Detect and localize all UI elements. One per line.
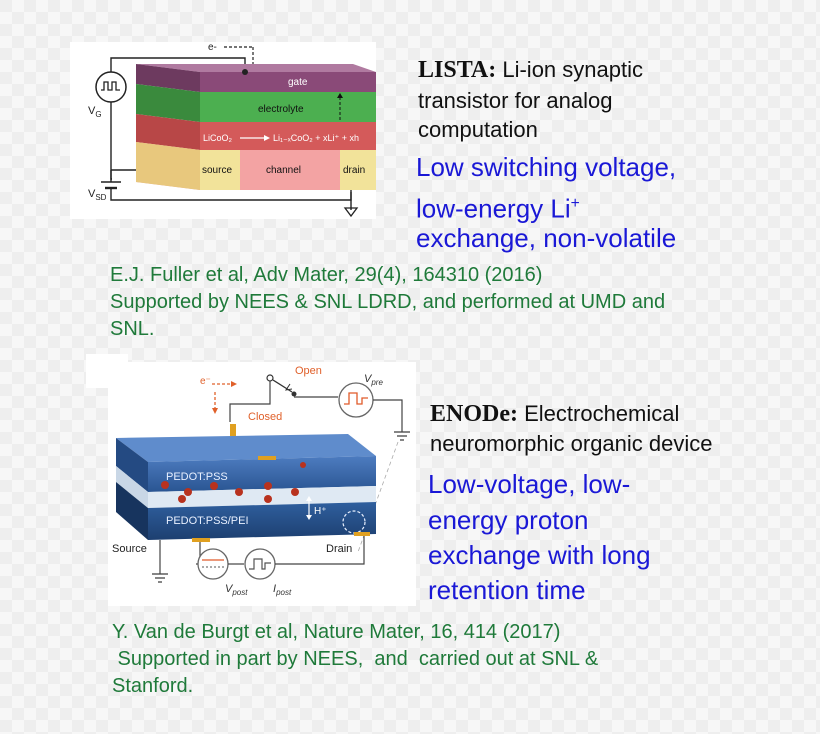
enode-citation-line1: Y. Van de Burgt et al, Nature Mater, 16,… xyxy=(112,621,561,643)
lista-highlight-line2: low-energy Li+ xyxy=(416,193,580,224)
reaction-right-label: Li₁₋ₓCoO₂ + xLi⁺ + xh xyxy=(273,133,359,143)
lista-citation-line1: E.J. Fuller et al, Adv Mater, 29(4), 164… xyxy=(110,264,543,286)
vg-label: VG xyxy=(88,105,102,119)
enode-highlight-line2: energy proton xyxy=(428,505,589,535)
lista-channel-label: channel xyxy=(266,165,301,176)
vpost-meter-icon xyxy=(197,548,229,580)
enode-drain-label: Drain xyxy=(326,543,352,555)
lista-title-line3: computation xyxy=(418,117,538,142)
gate-label: gate xyxy=(288,77,308,88)
lista-title-line2: transistor for analog xyxy=(418,88,613,113)
enode-acronym: ENODe: xyxy=(430,401,518,427)
reaction-left-label: LiCoO₂ xyxy=(203,133,233,143)
enode-diagram-panel: e⁻ Open Closed Vpre xyxy=(108,362,416,606)
vpost-label: Vpost xyxy=(225,583,248,597)
lista-drain-label: drain xyxy=(343,165,365,176)
h-plus-label: H⁺ xyxy=(314,506,327,517)
enode-source-label: Source xyxy=(112,543,147,555)
enode-electron-label: e⁻ xyxy=(200,376,211,387)
vpre-label: Vpre xyxy=(364,373,383,387)
enode-title-line2: neuromorphic organic device xyxy=(430,431,713,456)
lista-acronym: LISTA: xyxy=(418,57,497,83)
enode-title: ENODe: Electrochemical xyxy=(430,399,679,429)
lista-title-rest: Li-ion synaptic xyxy=(496,57,643,82)
pedot-top-label: PEDOT:PSS xyxy=(166,471,228,483)
electrolyte-label: electrolyte xyxy=(258,104,304,115)
lista-diagram-panel: VG VSD e- gate electrolyte xyxy=(70,42,376,219)
lista-citation-line3: SNL. xyxy=(110,318,155,340)
lista-device-diagram: VG VSD e- gate electrolyte xyxy=(88,42,376,218)
pedot-bottom-label: PEDOT:PSS/PEI xyxy=(166,515,249,527)
enode-highlight-line1: Low-voltage, low- xyxy=(428,469,631,499)
enode-citation-line2: Supported in part by NEES, and carried o… xyxy=(112,648,599,670)
enode-highlight-line3: exchange with long xyxy=(428,540,651,570)
lista-highlight-line3: exchange, non-volatile xyxy=(416,223,677,253)
enode-highlight-line4: retention time xyxy=(428,575,586,605)
vpre-source-icon xyxy=(338,382,374,418)
lista-source-label: source xyxy=(202,165,232,176)
ipost-label: Ipost xyxy=(273,583,292,597)
ipost-meter-icon xyxy=(244,548,276,580)
enode-title-rest: Electrochemical xyxy=(517,401,680,426)
enode-citation-line3: Stanford. xyxy=(112,675,194,697)
vg-source-icon xyxy=(95,71,127,103)
closed-label: Closed xyxy=(248,411,282,423)
lista-citation-line2: Supported by NEES & SNL LDRD, and perfor… xyxy=(110,291,666,313)
lista-title: LISTA: Li-ion synaptic xyxy=(418,55,643,85)
open-label: Open xyxy=(295,365,322,377)
lista-electron-label: e- xyxy=(208,42,217,53)
vsd-label: VSD xyxy=(88,188,107,202)
ground-icon xyxy=(343,207,359,218)
enode-device-diagram: e⁻ Open Closed Vpre xyxy=(112,365,410,597)
lista-highlight-line1: Low switching voltage, xyxy=(416,152,677,182)
